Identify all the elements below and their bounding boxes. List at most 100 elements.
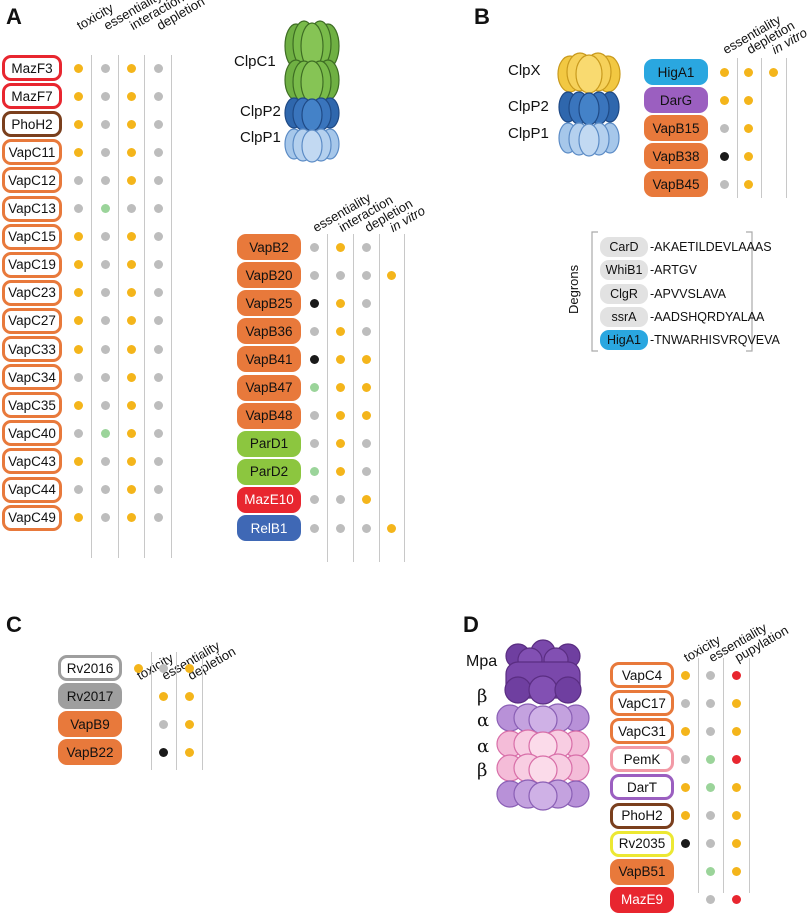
panel-a-dot-grey: [100, 344, 110, 354]
toxin-pill: MazF3: [2, 55, 62, 81]
panel-a-dot-grey: [153, 63, 163, 73]
panel-a-dot-yellow: [126, 175, 136, 185]
panel-d-dot-yellow: [731, 698, 741, 708]
panel-a-dot-yellow: [73, 344, 83, 354]
degron-sequence: -AKAETILDEVLAAAS: [650, 240, 772, 254]
toxin-pill: VapC43: [2, 448, 62, 475]
mpa-proteasome-illustration: [496, 639, 590, 811]
toxin-pill: VapC15: [2, 223, 62, 250]
degron-pill: ClgR: [600, 283, 648, 304]
panel-a-antitoxin-dot-black: [309, 298, 319, 308]
panel-a-antitoxin-column-divider: [404, 234, 405, 562]
beta-bottom-label: β: [477, 760, 488, 781]
panel-a-antitoxin-dot-grey: [361, 523, 371, 533]
toxin-pill: VapC11: [2, 139, 62, 166]
panel-a-dot-yellow: [73, 63, 83, 73]
antitoxin-pill: VapB41: [237, 346, 301, 373]
substrate-pill: VapB38: [644, 143, 708, 170]
panel-a-antitoxin-dot-grey: [335, 270, 345, 280]
panel-a-dot-yellow: [126, 260, 136, 270]
panel-c-dot-yellow: [184, 663, 194, 673]
panel-c-dot-grey: [158, 719, 168, 729]
panel-a-dot-yellow: [73, 288, 83, 298]
panel-label-b: B: [474, 4, 490, 29]
panel-a-dot-grey: [100, 400, 110, 410]
substrate-pill: VapC4: [610, 662, 674, 688]
panel-a-dot-grey: [100, 456, 110, 466]
panel-a-antitoxin-dot-grey: [335, 523, 345, 533]
panel-a-dot-grey: [100, 260, 110, 270]
substrate-pill: Rv2017: [58, 683, 122, 710]
panel-a-antitoxin-dot-yellow: [335, 298, 345, 308]
panel-d-dot-yellow: [680, 811, 690, 820]
panel-a-antitoxin-dot-grey: [361, 467, 371, 477]
panel-d-dot-grey: [705, 839, 715, 849]
panel-d-dot-yellow: [680, 726, 690, 736]
panel-b-dot-yellow: [743, 67, 753, 77]
panel-c-column-divider: [151, 652, 152, 770]
substrate-pill: PhoH2: [610, 802, 674, 829]
panel-c-column-divider: [176, 652, 177, 770]
toxin-pill: VapC44: [2, 476, 62, 503]
panel-a-dot-green: [100, 428, 110, 438]
panel-c-dot-yellow: [184, 747, 194, 757]
panel-a-dot-yellow: [73, 119, 83, 129]
panel-a-antitoxin-dot-grey: [309, 242, 319, 252]
panel-a-column-divider: [91, 55, 92, 558]
toxin-pill: VapC35: [2, 392, 62, 419]
panel-a-dot-grey: [153, 288, 163, 298]
substrate-pill: VapB45: [644, 171, 708, 198]
substrate-pill: Rv2035: [610, 830, 674, 857]
panel-a-antitoxin-dot-grey: [361, 298, 371, 308]
panel-a-dot-green: [100, 204, 110, 213]
panel-c-dot-black: [158, 747, 168, 757]
toxin-pill: VapC13: [2, 195, 62, 222]
alpha-bottom-label: α: [477, 736, 490, 757]
panel-d-dot-grey: [705, 670, 715, 680]
panel-d-column-divider: [698, 658, 699, 893]
panel-a-antitoxin-dot-yellow: [361, 411, 371, 421]
toxin-pill: VapC12: [2, 167, 62, 194]
antitoxin-pill: ParD2: [237, 458, 301, 485]
panel-d-dot-grey: [680, 698, 690, 708]
panel-d-dot-red: [731, 670, 741, 680]
degron-pill: WhiB1: [600, 260, 648, 281]
panel-a-dot-yellow: [126, 288, 136, 298]
panel-a-dot-yellow: [126, 428, 136, 438]
panel-d-dot-grey: [680, 754, 690, 764]
panel-a-dot-yellow: [126, 372, 136, 382]
clpp2-b-label: ClpP2: [508, 98, 549, 115]
toxin-pill: VapC34: [2, 364, 62, 391]
substrate-pill: VapC31: [610, 718, 674, 745]
panel-d-dot-yellow: [731, 839, 741, 849]
panel-a-dot-yellow: [126, 513, 136, 523]
panel-a-dot-grey: [73, 428, 83, 438]
panel-d-dot-yellow: [680, 782, 690, 792]
panel-a-antitoxin-dot-yellow: [361, 383, 371, 392]
panel-a-dot-grey: [153, 147, 163, 157]
clpp1-b-label: ClpP1: [508, 125, 549, 142]
panel-a-antitoxin-dot-yellow: [335, 411, 345, 421]
antitoxin-pill: VapB47: [237, 374, 301, 401]
antitoxin-pill: VapB2: [237, 234, 301, 260]
panel-a-antitoxin-dot-yellow: [335, 242, 345, 252]
panel-d-column-divider: [723, 658, 724, 893]
panel-a-column-divider: [144, 55, 145, 558]
panel-a-dot-yellow: [126, 147, 136, 157]
panel-a-dot-yellow: [73, 513, 83, 523]
panel-b-dot-yellow: [743, 95, 753, 105]
panel-a-dot-grey: [73, 175, 83, 185]
panel-a-dot-grey: [100, 288, 110, 298]
panel-a-antitoxin-dot-yellow: [386, 270, 396, 280]
toxin-pill: VapC40: [2, 420, 62, 447]
clpc1-clpp-complex-illustration: [284, 20, 340, 163]
panel-a-dot-grey: [153, 232, 163, 242]
panel-a-dot-grey: [100, 513, 110, 523]
substrate-pill: HigA1: [644, 59, 708, 85]
substrate-pill: DarT: [610, 774, 674, 801]
panel-a-dot-yellow: [73, 147, 83, 157]
panel-a-column-divider: [171, 55, 172, 558]
substrate-pill: PemK: [610, 746, 674, 773]
panel-a-dot-yellow: [126, 63, 136, 73]
panel-c-dot-yellow: [158, 691, 168, 701]
